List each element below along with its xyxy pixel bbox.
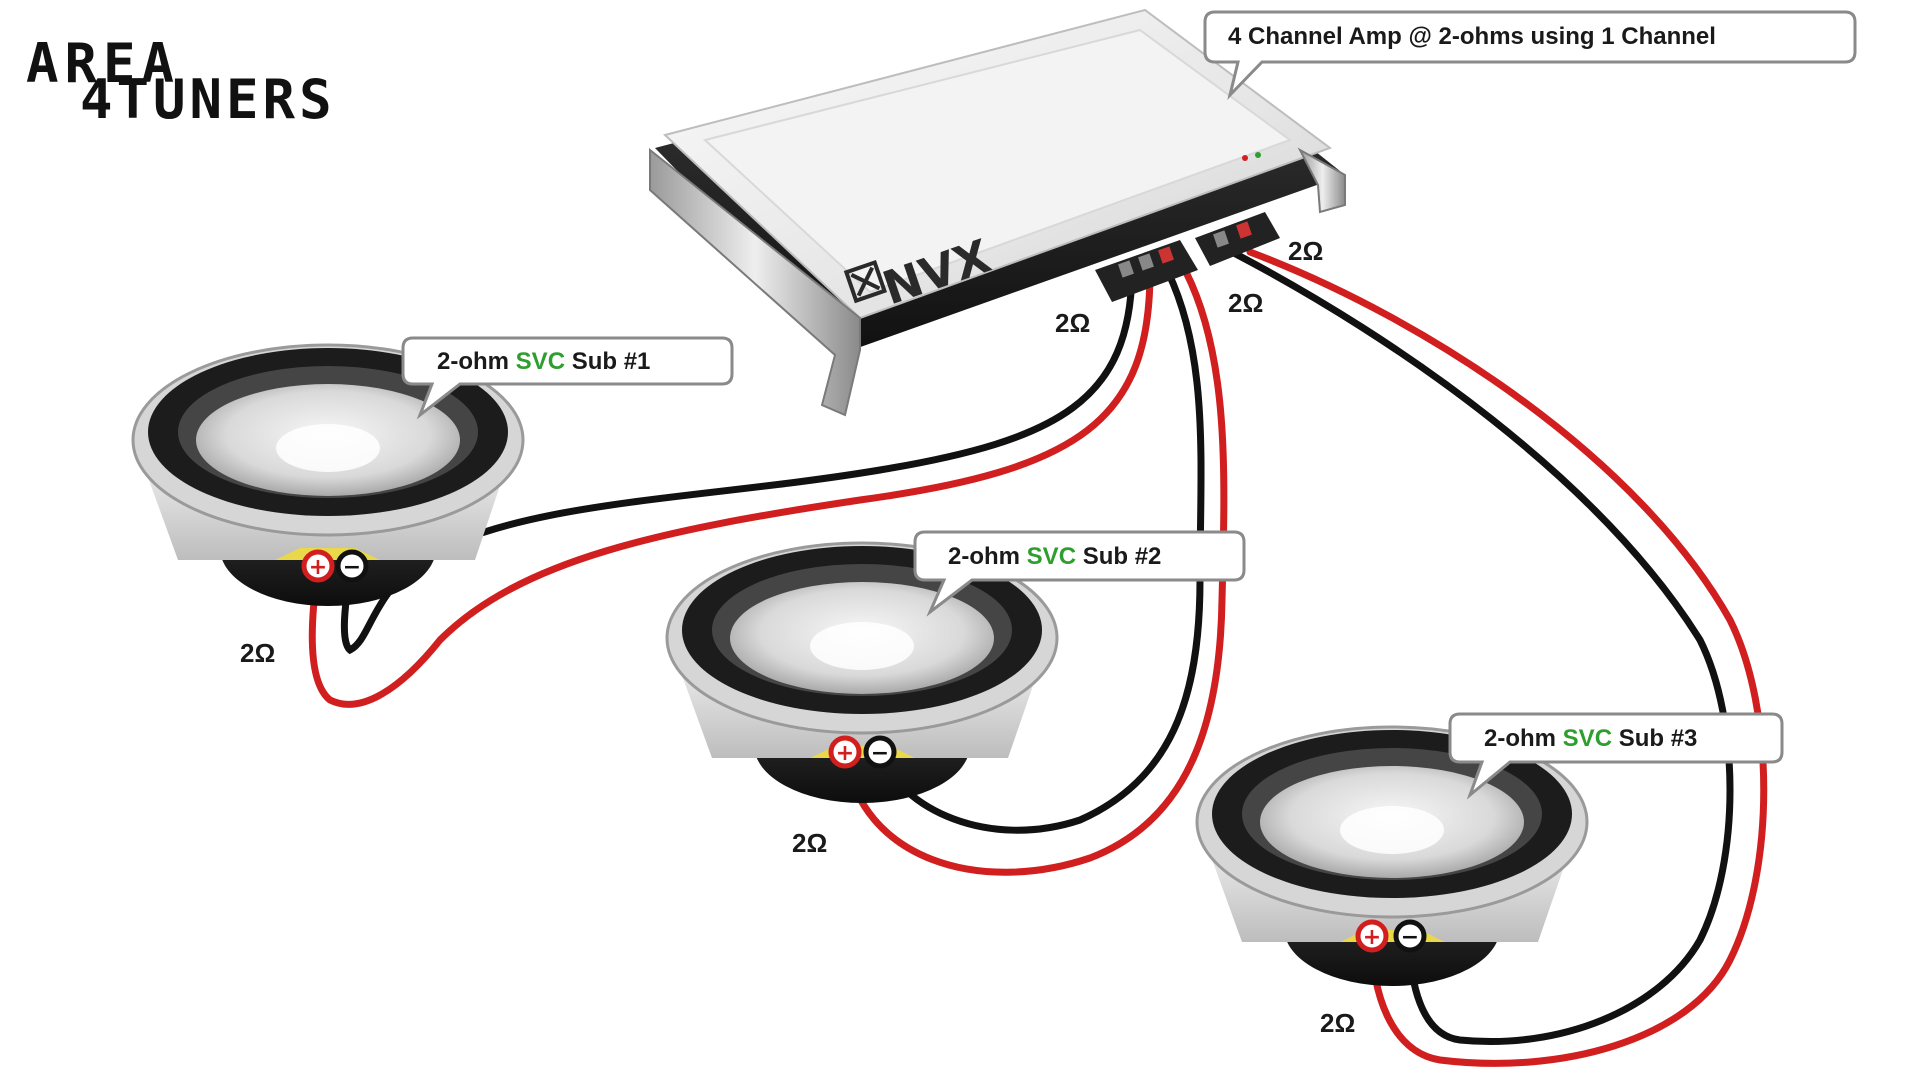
sub1-negative-symbol: − <box>343 555 361 580</box>
sub1-positive-wire <box>308 268 1154 708</box>
speaker-wires <box>308 248 1768 1067</box>
sub1-positive-terminal: + <box>301 549 335 583</box>
amp-terminal-label-2: 2Ω <box>1228 288 1263 318</box>
sub3-callout: 2-ohm SVC Sub #3 <box>1448 712 1784 800</box>
amp-terminal-label-1: 2Ω <box>1055 308 1090 338</box>
logo-line-2: 4TUNERS <box>80 68 336 131</box>
sub2-positive-symbol: + <box>836 741 854 766</box>
sub2-positive-terminal: + <box>828 735 862 769</box>
sub3-positive-wire <box>1246 248 1768 1067</box>
sub3-impedance: 2Ω <box>1320 1008 1355 1038</box>
sub2-negative-symbol: − <box>871 741 889 766</box>
amp-terminal-block-left <box>1095 240 1198 302</box>
subwoofer-1: + − 2Ω <box>131 343 525 668</box>
sub2-positive-wire <box>841 268 1228 876</box>
amp-callout: 4 Channel Amp @ 2-ohms using 1 Channel <box>1203 10 1857 100</box>
amp-terminal-block-right <box>1195 212 1280 266</box>
sub2-callout-text: 2-ohm SVC Sub #2 <box>948 543 1161 570</box>
sub1-positive-symbol: + <box>309 555 327 580</box>
amp-callout-text: 4 Channel Amp @ 2-ohms using 1 Channel <box>1228 23 1716 50</box>
amp-brand-icon <box>843 259 888 304</box>
sub3-negative-symbol: − <box>1401 925 1419 950</box>
sub3-callout-text: 2-ohm SVC Sub #3 <box>1484 725 1697 752</box>
sub3-negative-wire <box>1228 248 1734 1045</box>
sub1-callout: 2-ohm SVC Sub #1 <box>401 336 734 420</box>
sub1-negative-wire <box>340 268 1136 655</box>
sub3-negative-terminal: − <box>1393 919 1427 953</box>
subwoofer-2: + − 2Ω <box>665 541 1059 858</box>
sub1-impedance: 2Ω <box>240 638 275 668</box>
sub1-callout-text: 2-ohm SVC Sub #1 <box>437 348 650 375</box>
logo-line-1: AREA <box>26 32 180 95</box>
sub2-callout: 2-ohm SVC Sub #2 <box>913 530 1246 617</box>
amp-terminal-label-3: 2Ω <box>1288 236 1323 266</box>
sub2-negative-wire <box>876 268 1205 834</box>
sub3-positive-terminal: + <box>1355 919 1389 953</box>
subwoofer-3: + − 2Ω <box>1195 725 1589 1038</box>
amplifier: NVX 2Ω 2Ω 2Ω <box>649 8 1346 417</box>
sub2-impedance: 2Ω <box>792 828 827 858</box>
sub1-negative-terminal: − <box>335 549 369 583</box>
sub3-positive-symbol: + <box>1363 925 1381 950</box>
brand-logo: AREA 4TUNERS <box>26 32 336 131</box>
sub2-negative-terminal: − <box>863 735 897 769</box>
